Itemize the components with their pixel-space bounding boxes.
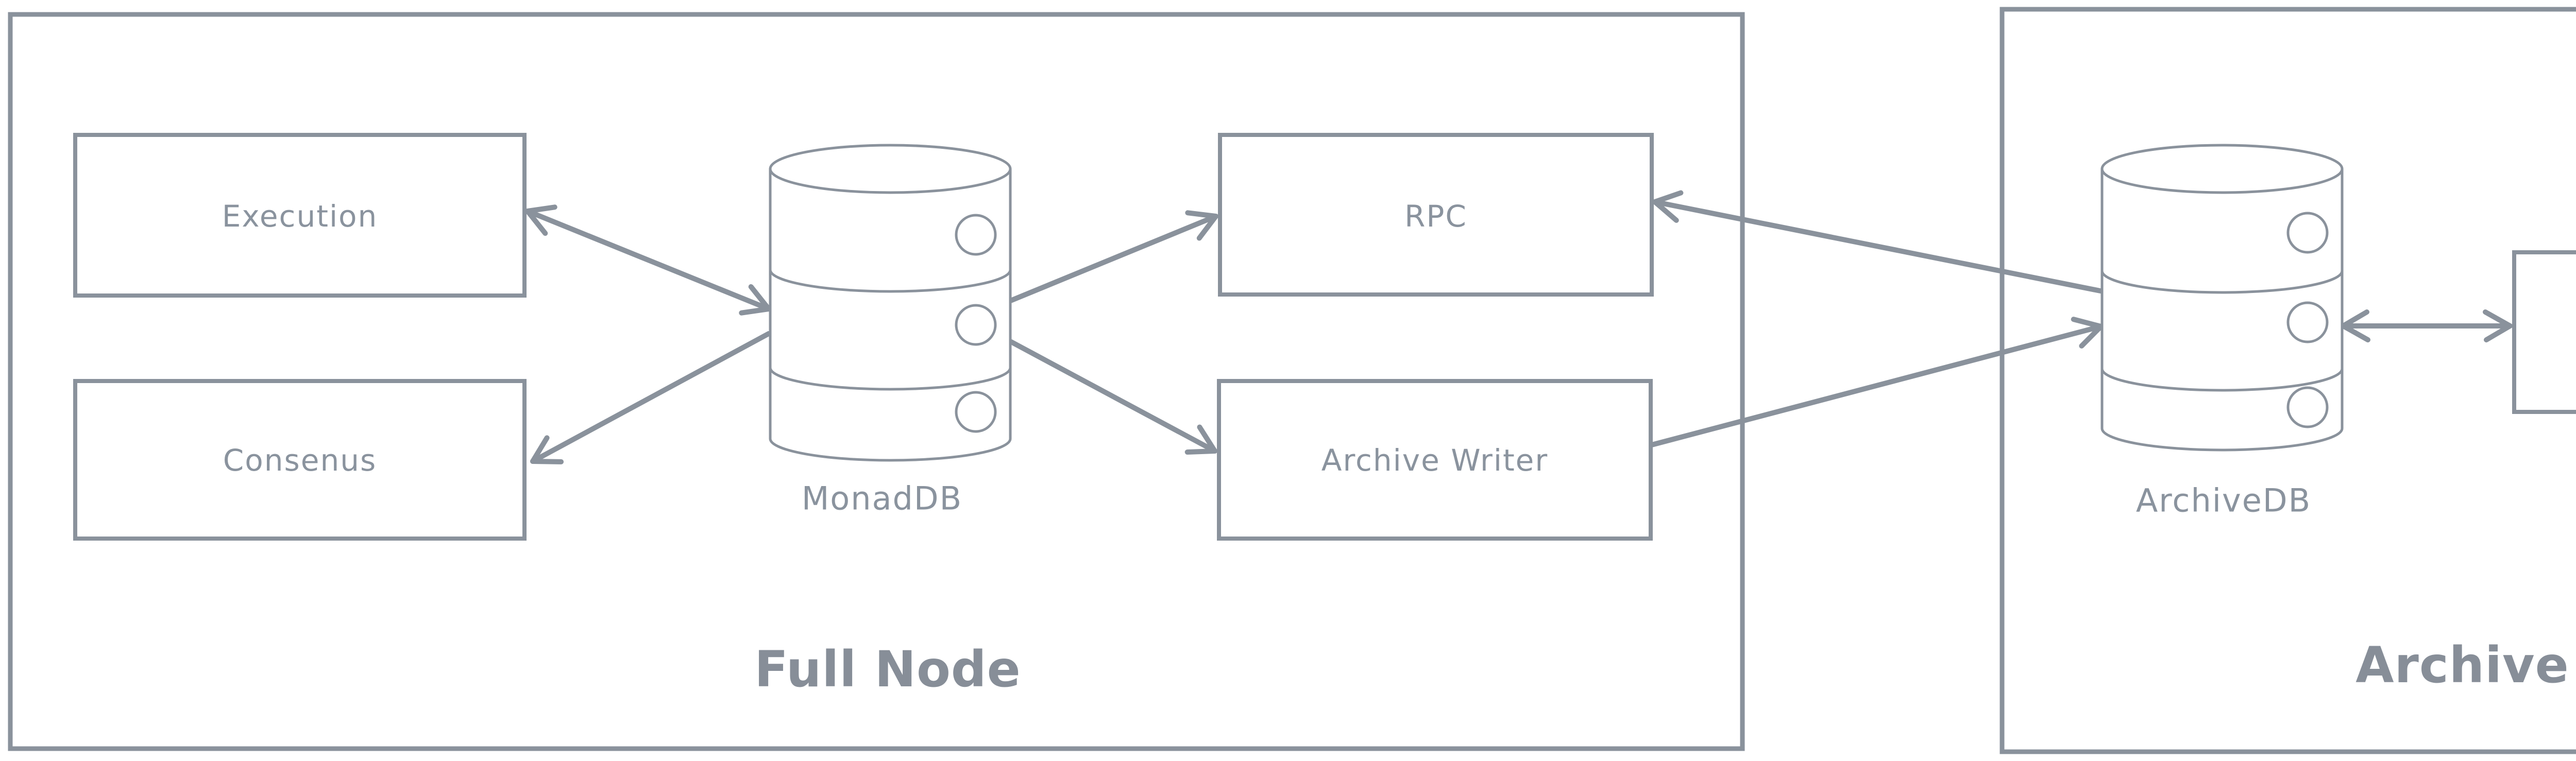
full-node-container: Full Node bbox=[8, 12, 1745, 751]
monaddb-node: MonadDB bbox=[769, 144, 1012, 517]
edge-monaddb-rpc bbox=[1007, 210, 1218, 304]
consenus-label: Consenus bbox=[223, 443, 377, 478]
monaddb-cylinder-top bbox=[769, 144, 1012, 194]
archivedb-cylinder-dot-3 bbox=[2286, 386, 2329, 428]
archivedb-cylinder-dot-1 bbox=[2286, 212, 2329, 254]
monaddb-cylinder-separator-2 bbox=[769, 366, 1012, 391]
edge-archivedb-rpc bbox=[1652, 190, 2106, 294]
edge-execution-monaddb bbox=[525, 204, 771, 316]
edge-monaddb-consenus bbox=[530, 331, 771, 464]
archive-server-title: Archive Server bbox=[2355, 636, 2576, 694]
archivedb-cylinder-fill bbox=[2102, 145, 2342, 450]
rpc-box bbox=[1218, 133, 1654, 297]
archivedb-cylinder-separator-1 bbox=[2100, 269, 2344, 294]
monaddb-cylinder-dot-2 bbox=[955, 304, 997, 346]
full-node-title: Full Node bbox=[754, 641, 1021, 698]
monaddb-cylinder-fill bbox=[770, 145, 1010, 460]
edge-archive-writer-archivedb bbox=[1649, 317, 2104, 447]
archivedb-node: ArchiveDB bbox=[2100, 144, 2344, 520]
edge-monaddb-archive-writer bbox=[1007, 338, 1217, 455]
archivedb-cylinder-body bbox=[2100, 167, 2344, 452]
archivedb-label: ArchiveDB bbox=[2136, 482, 2311, 520]
execution-box bbox=[73, 133, 527, 298]
monaddb-cylinder-dot-3 bbox=[955, 391, 997, 433]
monaddb-cylinder-dot-1 bbox=[955, 214, 997, 256]
execution-node: Execution bbox=[73, 133, 527, 298]
rpc-node: RPC bbox=[1218, 133, 1654, 297]
rpc-label: RPC bbox=[1404, 199, 1467, 234]
monaddb-cylinder-separator-1 bbox=[769, 268, 1012, 293]
consenus-box bbox=[73, 379, 527, 541]
archivedb-cylinder-separator-2 bbox=[2100, 367, 2344, 392]
archive-writer-label: Archive Writer bbox=[1321, 443, 1548, 478]
archive-writer-node: Archive Writer bbox=[1217, 379, 1653, 541]
archivedb-cylinder-top bbox=[2100, 144, 2344, 194]
archivedb-cylinder-dot-2 bbox=[2286, 301, 2329, 343]
indexer-node: Indexer bbox=[2512, 250, 2576, 414]
indexer-box bbox=[2512, 250, 2576, 414]
monaddb-label: MonadDB bbox=[802, 480, 962, 517]
archive-writer-box bbox=[1217, 379, 1653, 541]
full-node-border bbox=[8, 12, 1745, 751]
monaddb-cylinder-body bbox=[769, 167, 1012, 462]
edges bbox=[525, 190, 2513, 464]
consenus-node: Consenus bbox=[73, 379, 527, 541]
archive-server-container: Archive Server bbox=[1999, 7, 2576, 754]
execution-label: Execution bbox=[222, 199, 378, 234]
archive-server-border bbox=[1999, 7, 2576, 754]
